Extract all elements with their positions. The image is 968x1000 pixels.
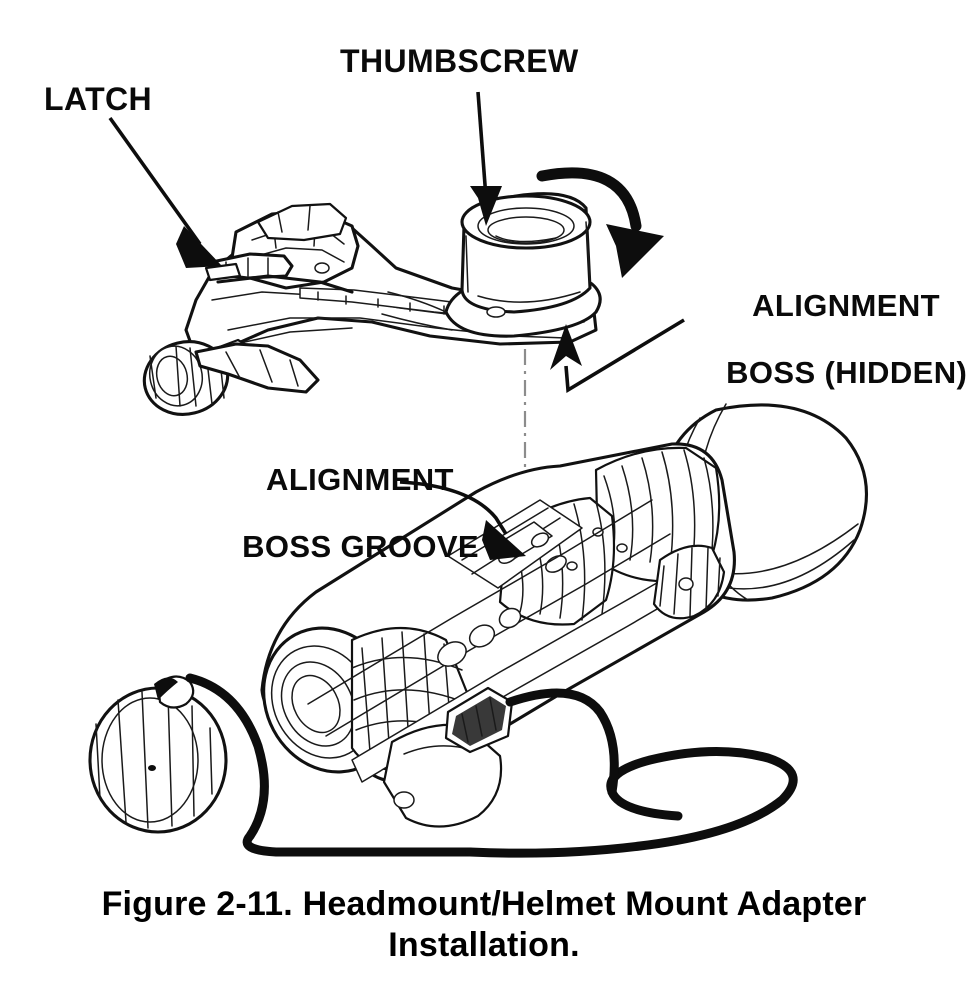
- callout-alignment-boss-hidden-line1: ALIGNMENT: [752, 288, 940, 324]
- callout-leaders: [108, 91, 685, 560]
- thumbscrew-collar: [444, 192, 602, 338]
- callout-alignment-boss-groove-line1: ALIGNMENT: [266, 462, 454, 498]
- callout-alignment-boss-groove-line2: BOSS GROOVE: [242, 529, 480, 565]
- figure-caption: Figure 2-11. Headmount/Helmet Mount Adap…: [0, 884, 968, 967]
- leader-thumbscrew: [470, 91, 502, 226]
- callout-thumbscrew: THUMBSCREW: [340, 43, 579, 79]
- adapter-bracket-assembly: [142, 192, 602, 416]
- cable-connector: [444, 686, 514, 754]
- night-vision-device: [260, 403, 869, 828]
- knurled-knob: [142, 340, 230, 416]
- leader-alignment-boss-groove: [399, 480, 526, 560]
- leader-latch: [108, 116, 222, 268]
- lens-cap: [88, 675, 228, 834]
- leader-alignment-boss-hidden: [550, 318, 685, 394]
- callout-alignment-boss-hidden-line2: BOSS (HIDDEN): [726, 355, 968, 391]
- callout-alignment-boss-groove: ALIGNMENT BOSS GROOVE: [206, 430, 479, 597]
- callout-alignment-boss-hidden: ALIGNMENT BOSS (HIDDEN): [690, 256, 967, 423]
- figure-caption-line2: Installation.: [388, 926, 580, 965]
- figure-caption-line1: Figure 2-11. Headmount/Helmet Mount Adap…: [101, 885, 867, 923]
- callout-latch: LATCH: [44, 81, 153, 117]
- lens-cap-and-cable: [88, 673, 798, 858]
- rotation-arrow: [536, 167, 664, 278]
